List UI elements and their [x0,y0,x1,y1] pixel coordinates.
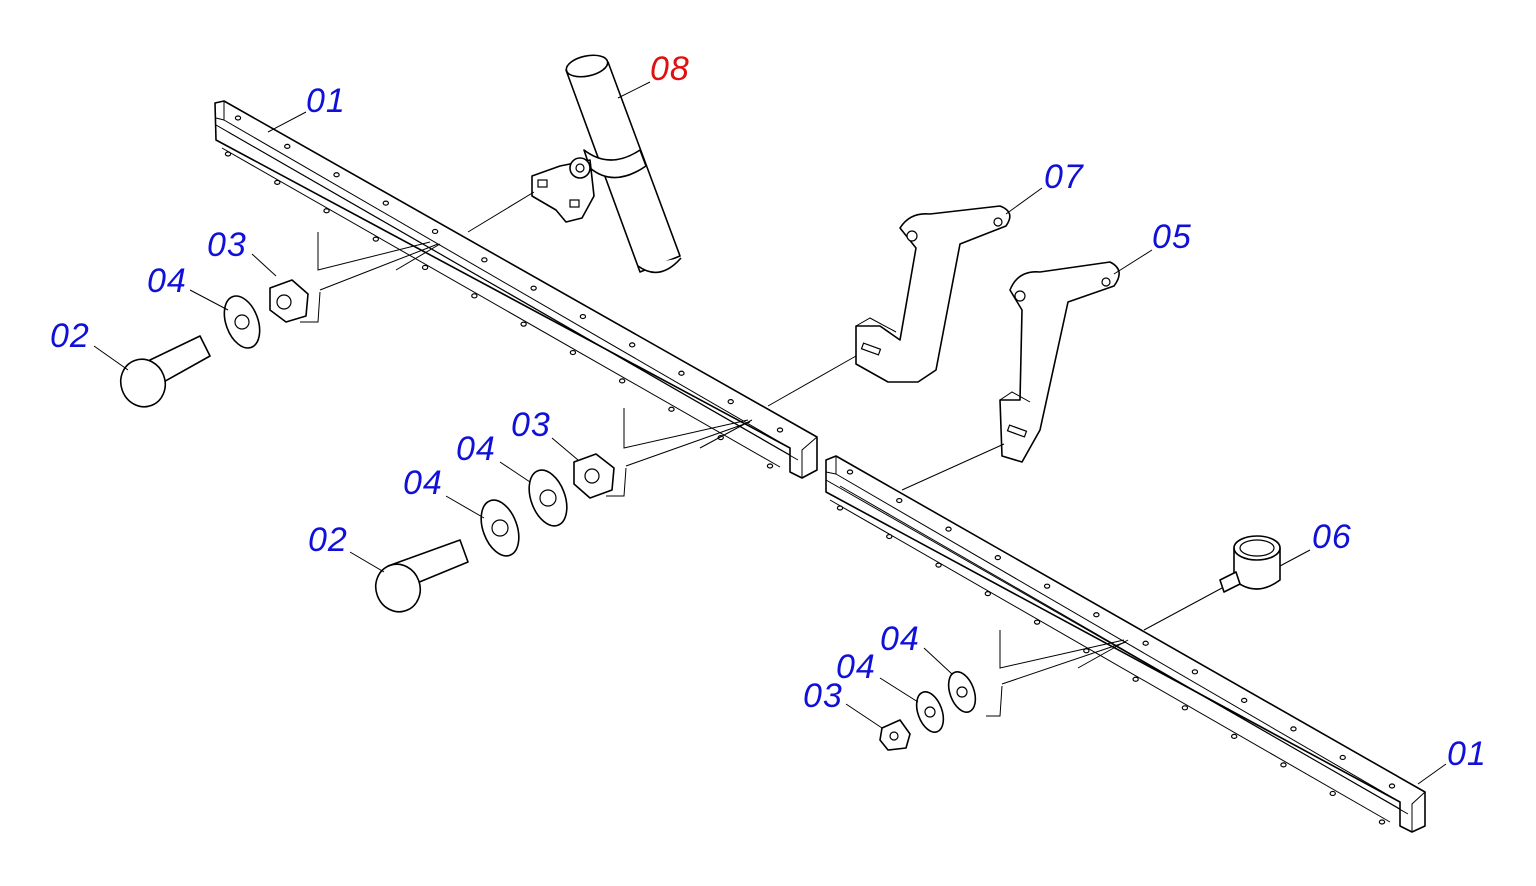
rail-hole [520,321,527,327]
rail-hole [1388,783,1396,789]
tube-clamp-part-08 [467,54,682,274]
rail-hole [1339,754,1346,761]
rail-hole [530,285,537,291]
rail-hole [886,533,893,540]
rail-hole [481,257,488,263]
callout-01-upper: 01 [306,82,346,120]
rail-hole [1191,669,1199,675]
rail-hole [224,151,232,157]
rail-hole [1378,819,1386,825]
rail-hole [984,591,992,597]
rail-hole [776,427,784,433]
rail-hole [628,342,636,348]
rail-hole [846,469,854,475]
fastener-group-a [119,232,441,408]
rail-hole [994,555,1002,561]
callout-03-lower: 03 [803,677,843,715]
rail-hole [678,370,685,376]
rail-hole [1329,790,1336,797]
rail-hole [284,143,291,149]
rail-hole [1230,733,1238,739]
rail-hole [431,228,439,235]
rail-hole [579,313,587,320]
rail-hole [234,115,242,121]
rail-part-01-upper [214,100,818,479]
rail-hole [1043,583,1051,589]
rail-hole [896,497,903,504]
callout-03-upper: 03 [207,226,247,264]
bracket-part-05 [901,261,1120,491]
callout-04-lower-b: 04 [836,648,876,686]
collar-part-06 [1143,535,1281,631]
callout-04-upper: 04 [147,262,187,300]
rail-hole [333,172,340,178]
callout-08: 08 [650,50,690,88]
callout-04-middle-a: 04 [456,430,496,468]
rail-01-upper-holes [224,115,784,469]
rail-hole [945,526,952,532]
callout-02-middle: 02 [308,521,348,559]
callout-06: 06 [1312,518,1352,556]
rail-hole [569,349,577,356]
callout-05: 05 [1152,218,1192,256]
fastener-group-b [374,408,753,613]
rail-hole [274,179,281,185]
callout-labels: 01 08 03 04 02 07 05 03 04 04 02 06 04 0… [50,50,1487,773]
callout-02-upper: 02 [50,317,90,355]
callout-04-lower-a: 04 [880,620,920,658]
rail-hole [1132,676,1139,682]
rail-01-lower-holes [836,469,1396,825]
rail-hole [471,293,478,299]
rail-part-01-lower [825,455,1426,833]
rail-hole [372,236,380,242]
rail-hole [1142,640,1149,646]
rail-hole [1280,762,1287,768]
rail-hole [935,562,942,568]
rail-hole [618,378,626,384]
rail-hole [668,406,675,412]
rail-hole [766,463,774,469]
fastener-group-c [879,630,1129,751]
rail-hole [1093,612,1100,618]
callout-01-lower: 01 [1447,735,1487,773]
leader-lines [93,81,1447,785]
callout-04-middle-b: 04 [403,464,443,502]
rail-hole [1240,697,1248,703]
bracket-part-07 [767,205,1011,407]
rail-hole [382,200,390,206]
rail-hole [1181,705,1189,711]
rail-hole [1033,619,1041,625]
rail-hole [323,208,330,214]
rail-hole [421,264,429,271]
callout-03-middle: 03 [511,406,551,444]
callout-07: 07 [1044,158,1084,196]
rail-hole [836,505,844,511]
rail-hole [1290,726,1297,732]
rail-hole [727,399,734,405]
